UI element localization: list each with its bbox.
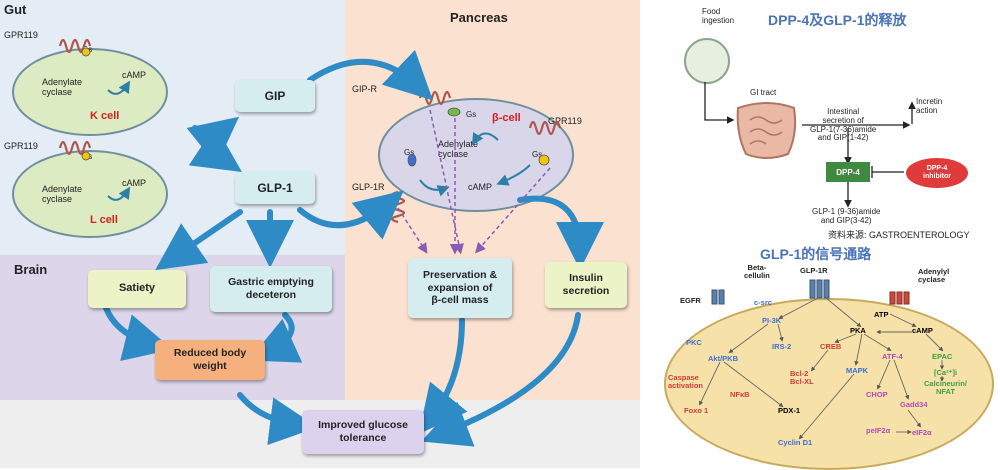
nfkb-label: NFκB <box>730 390 750 399</box>
camp-label: cAMP <box>912 326 933 335</box>
dpp4-release-panel: DPP-4及GLP-1的释放 Food ingestion GI tract I… <box>650 0 1000 240</box>
dpp4-arrows <box>704 82 916 208</box>
foxo1-label: Foxo 1 <box>684 406 709 415</box>
creb-label: CREB <box>820 342 842 351</box>
secretion-label: Intestinal secretion of GLP-1(7-36)amide… <box>810 107 877 143</box>
gut-label: Gut <box>4 2 27 17</box>
peif-label: peIF2α <box>866 426 891 435</box>
eif-label: eIF2α <box>912 428 932 437</box>
caspase-label: Caspase activation <box>668 373 704 391</box>
source-label: 资料来源: GASTROENTEROLOGY <box>828 230 970 240</box>
irs2-label: IRS-2 <box>772 342 792 351</box>
beta-cell-camp: cAMP <box>468 182 493 192</box>
food-label: Food ingestion <box>702 7 735 25</box>
l-cell <box>12 150 168 238</box>
k-cell-name: K cell <box>90 110 120 122</box>
receptor-icons <box>711 279 910 305</box>
atf4-label: ATF-4 <box>882 352 903 361</box>
ca-label: [Ca²⁺]i <box>934 368 958 377</box>
incretin-pathway-diagram: Gut Pancreas Brain GPR119 Gs Adenylate c… <box>0 0 640 468</box>
pdx1-label: PDX-1 <box>778 406 801 415</box>
betacellulin-label: Beta- cellulin <box>744 263 770 281</box>
calcineurin-label: Calcineurin/ NFAT <box>924 379 967 397</box>
satiety-box: Satiety <box>88 270 186 308</box>
k-cell-camp: cAMP <box>122 70 147 80</box>
cyclin-label: Cyclin D1 <box>778 438 813 447</box>
gadd34-label: Gadd34 <box>900 400 928 409</box>
pancreas-label: Pancreas <box>450 10 508 25</box>
akt-label: Akt/PKB <box>708 354 739 363</box>
beta-cell-enzyme: Adenylate cyclase <box>438 139 479 159</box>
adenylyl-label: Adenylyl cyclase <box>918 267 950 285</box>
epac-label: EPAC <box>932 352 953 361</box>
glp1-signaling-panel: GLP-1的信号通路 Beta- cellulin GLP-1R Adenyly… <box>650 240 1000 470</box>
cell-membrane <box>664 298 994 470</box>
beta-cell-name: β-cell <box>492 112 521 124</box>
beta-cell-gs-top: Gs <box>466 110 477 119</box>
atp-label: ATP <box>874 310 889 319</box>
food-plate-icon <box>684 38 730 84</box>
pka-label: PKA <box>850 326 866 335</box>
k-cell <box>12 48 168 136</box>
l-cell-camp: cAMP <box>122 178 147 188</box>
beta-cell-gpr119-label: GPR119 <box>548 116 582 126</box>
beta-cell-gs-right: Gs <box>532 150 543 159</box>
beta-cell-gipr-label: GIP-R <box>352 84 378 94</box>
brain-label: Brain <box>14 262 48 277</box>
dpp4-box: DPP-4 <box>826 162 870 182</box>
l-cell-enzyme: Adenylate cyclase <box>42 184 83 204</box>
k-cell-receptor-label: GPR119 <box>4 30 38 40</box>
gi-tract-label: GI tract <box>750 88 777 97</box>
gi-tract-icon <box>736 102 797 159</box>
glp1-box: GLP-1 <box>235 172 315 204</box>
insulin-secretion-box: Insulin secretion <box>545 262 627 308</box>
mapk-label: MAPK <box>846 366 869 375</box>
chop-label: CHOP <box>866 390 888 399</box>
k-cell-enzyme: Adenylate cyclase <box>42 77 83 97</box>
pi3k-label: PI-3K <box>762 316 782 325</box>
signaling-title: GLP-1的信号通路 <box>760 246 872 262</box>
pkc-label: PKC <box>686 338 702 347</box>
incretin-label: Incretin action <box>916 97 943 115</box>
dpp4-inhibitor-badge: DPP-4 inhibitor <box>906 158 968 188</box>
reduced-body-weight-box: Reduced body weight <box>155 340 265 380</box>
improved-glucose-box: Improved glucose tolerance <box>302 410 424 454</box>
dpp4-title: DPP-4及GLP-1的释放 <box>768 12 907 28</box>
product-label: GLP-1 (9-36)amide and GIP(3-42) <box>812 207 881 225</box>
beta-cell-gs-left: Gs <box>404 148 415 157</box>
egfr-label: EGFR <box>680 296 701 305</box>
bcl-label: Bcl-2 Bcl-XL <box>790 369 814 387</box>
preservation-box: Preservation & expansion of β-cell mass <box>408 258 512 318</box>
csrc-label: c-src <box>754 298 772 307</box>
gastric-emptying-box: Gastric emptying deceteron <box>210 266 332 312</box>
beta-cell-glp1r-label: GLP-1R <box>352 182 385 192</box>
l-cell-name: L cell <box>90 214 118 226</box>
signaling-arrows <box>699 297 945 440</box>
gip-box: GIP <box>235 80 315 112</box>
pathway-arrows <box>58 38 604 447</box>
l-cell-receptor-label: GPR119 <box>4 141 38 151</box>
glp1r-label: GLP-1R <box>800 266 828 275</box>
